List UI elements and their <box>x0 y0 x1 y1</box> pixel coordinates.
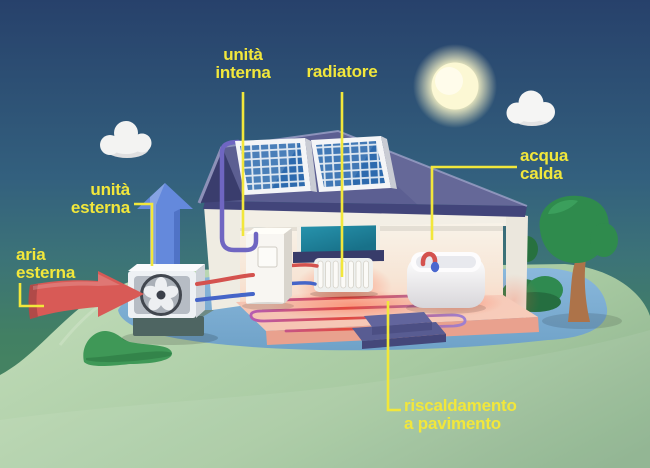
sun-icon <box>413 44 497 128</box>
tree <box>516 195 622 329</box>
ground-wave-highlight <box>0 330 650 468</box>
indoor-unit <box>242 228 294 310</box>
label-acqua-calda: acqua calda <box>520 146 569 183</box>
house <box>204 204 540 349</box>
roof-fascia <box>203 201 527 217</box>
connector-unita-esterna <box>134 202 154 266</box>
label-unita-esterna: unità esterna <box>70 180 130 217</box>
label-unita-interna: unità interna <box>215 45 271 82</box>
bathtub <box>406 251 486 314</box>
label-radiatore: radiatore <box>306 62 378 81</box>
solar-panel-left <box>235 138 317 195</box>
hot-water-faucet-icon <box>420 251 438 268</box>
connector-lines <box>18 92 517 412</box>
outdoor-unit <box>122 264 218 345</box>
connector-acqua-calda <box>430 165 517 240</box>
cloud-icon-right <box>506 90 555 126</box>
tree-foliage-right <box>590 223 618 257</box>
solar-panel-right <box>311 136 397 192</box>
fan-icon <box>140 274 182 316</box>
cloud-icon-left <box>100 121 152 158</box>
radiator <box>310 258 378 298</box>
pipe-blue-outdoor <box>195 292 255 302</box>
right-arrow-icon <box>28 271 144 319</box>
tree-trunk <box>552 236 600 322</box>
pipe-red-outdoor <box>195 273 255 286</box>
water-drop-icon <box>430 261 440 273</box>
label-aria-esterna: aria esterna <box>16 245 76 282</box>
bush-hill-left-shade <box>86 351 172 363</box>
connector-aria-esterna <box>18 283 44 308</box>
label-riscaldamento-a-pavimento: riscaldamento a pavimento <box>404 396 517 433</box>
connector-riscaldamento <box>386 301 401 412</box>
pipe-solar-purple <box>219 139 259 253</box>
